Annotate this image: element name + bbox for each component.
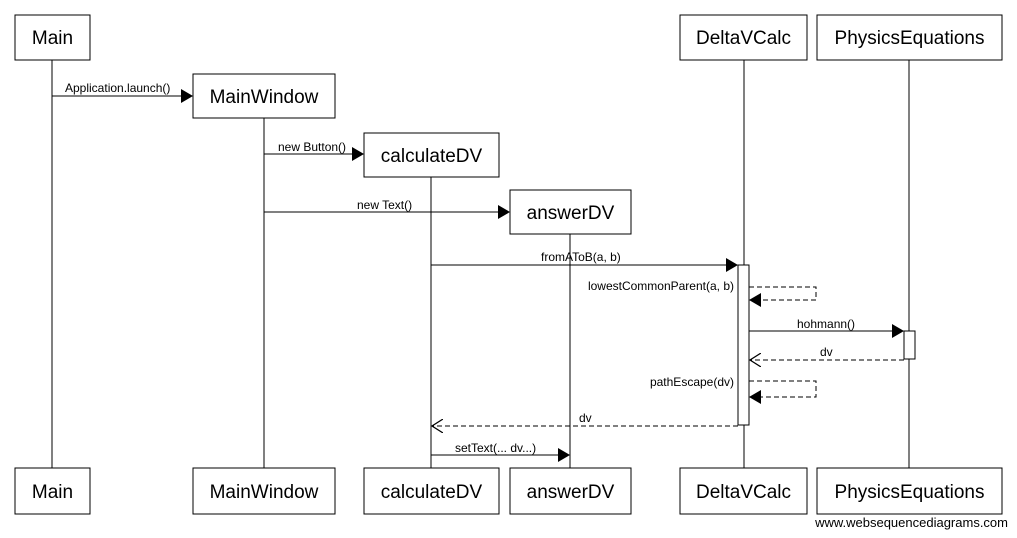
message-label: hohmann() <box>797 317 855 331</box>
message-label: dv <box>820 345 833 359</box>
message-from-a-to-b: fromAToB(a, b) <box>431 250 738 272</box>
participant-label: DeltaVCalc <box>696 482 791 503</box>
message-set-text: setText(... dv...) <box>431 441 570 462</box>
participant-label: answerDV <box>527 203 615 224</box>
message-label: setText(... dv...) <box>455 441 536 455</box>
participant-label: calculateDV <box>381 482 483 503</box>
message-label: fromAToB(a, b) <box>541 250 621 264</box>
participant-label: MainWindow <box>210 87 319 108</box>
participant-label: DeltaVCalc <box>696 28 791 49</box>
participant-label: Main <box>32 28 73 49</box>
message-label: new Button() <box>278 140 346 154</box>
participant-label: MainWindow <box>210 482 319 503</box>
participant-calculatedv-bottom: calculateDV <box>363 467 500 515</box>
participant-physics-bottom: PhysicsEquations <box>816 467 1003 515</box>
message-launch: Application.launch() <box>52 81 193 103</box>
message-dv-return-deltavcalc: dv <box>432 411 738 426</box>
message-label: lowestCommonParent(a, b) <box>588 279 734 293</box>
message-label: pathEscape(dv) <box>650 375 734 389</box>
activation-physics <box>903 330 916 360</box>
lifelines <box>51 60 910 468</box>
participant-label: answerDV <box>527 482 615 503</box>
participant-answerdv-bottom: answerDV <box>509 467 632 515</box>
message-dv-return-physics: dv <box>750 345 904 360</box>
participant-answerdv-created: answerDV <box>509 189 632 235</box>
message-label: Application.launch() <box>65 81 170 95</box>
message-path-escape: pathEscape(dv) <box>650 375 817 404</box>
message-new-text: new Text() <box>264 198 510 219</box>
participant-mainwindow-created: MainWindow <box>192 73 336 119</box>
message-hohmann: hohmann() <box>749 317 904 338</box>
message-label: dv <box>579 411 592 425</box>
participant-mainwindow-bottom: MainWindow <box>192 467 336 515</box>
participant-label: Main <box>32 482 73 503</box>
participant-main-bottom: Main <box>14 467 91 515</box>
participant-main-top: Main <box>14 14 91 61</box>
participant-label: PhysicsEquations <box>835 28 985 49</box>
participant-physics-top: PhysicsEquations <box>816 14 1003 61</box>
participant-calculatedv-created: calculateDV <box>363 132 500 178</box>
activation-deltavcalc <box>737 264 750 426</box>
participant-label: calculateDV <box>381 146 483 167</box>
message-new-button: new Button() <box>264 140 364 161</box>
participant-deltavcalc-bottom: DeltaVCalc <box>679 467 808 515</box>
participant-deltavcalc-top: DeltaVCalc <box>679 14 808 61</box>
participant-label: PhysicsEquations <box>835 482 985 503</box>
message-label: new Text() <box>357 198 412 212</box>
message-lowest-common-parent: lowestCommonParent(a, b) <box>588 279 817 307</box>
watermark-link[interactable]: www.websequencediagrams.com <box>814 515 1008 530</box>
